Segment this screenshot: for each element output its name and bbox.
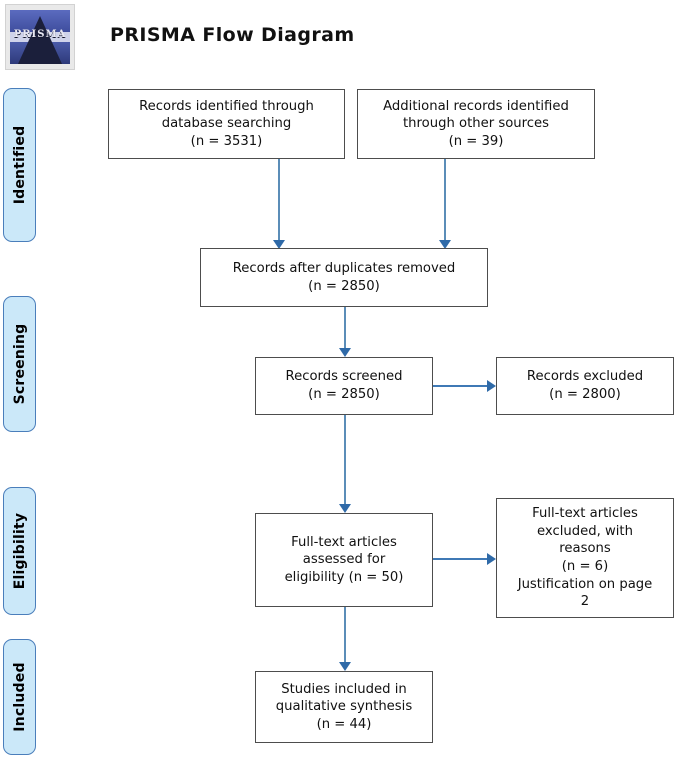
logo-triangle-icon (18, 16, 62, 64)
stage-pill-screening: Screening (3, 296, 36, 432)
stage-label-identified: Identified (11, 125, 28, 205)
box-additional-records-other-sources: Additional records identified through ot… (357, 89, 595, 159)
box-records-identified-database: Records identified through database sear… (108, 89, 345, 159)
stage-label-screening: Screening (11, 323, 28, 405)
box-records-after-duplicates-removed: Records after duplicates removed (n = 28… (200, 248, 488, 307)
box-fulltext-assessed-eligibility: Full-text articles assessed for eligibil… (255, 513, 433, 607)
arrowhead-duplicates-to-screened (339, 348, 351, 357)
arrowhead-fulltext-to-excluded (487, 553, 496, 565)
connector-other-to-duplicates (444, 159, 446, 247)
stage-label-included: Included (11, 662, 28, 732)
connector-duplicates-to-screened (344, 307, 346, 355)
box-fulltext-excluded-reasons: Full-text articles excluded, with reason… (496, 498, 674, 618)
connector-database-to-duplicates (278, 159, 280, 247)
connector-screened-to-fulltext (344, 415, 346, 510)
prisma-logo-art: PRISMA (10, 10, 70, 64)
arrowhead-fulltext-to-included (339, 662, 351, 671)
connector-screened-to-excluded (433, 385, 491, 387)
box-studies-included-qualitative: Studies included in qualitative synthesi… (255, 671, 433, 743)
page-title: PRISMA Flow Diagram (110, 24, 355, 46)
box-records-excluded: Records excluded (n = 2800) (496, 357, 674, 415)
box-records-screened: Records screened (n = 2850) (255, 357, 433, 415)
connector-fulltext-to-excluded (433, 558, 491, 560)
connector-fulltext-to-included (344, 607, 346, 669)
arrowhead-database-to-duplicates (273, 240, 285, 249)
logo-wordmark: PRISMA (13, 29, 67, 40)
stage-pill-identified: Identified (3, 88, 36, 242)
arrowhead-screened-to-excluded (487, 380, 496, 392)
stage-label-eligibility: Eligibility (11, 512, 28, 590)
stage-pill-eligibility: Eligibility (3, 487, 36, 615)
arrowhead-other-to-duplicates (439, 240, 451, 249)
stage-pill-included: Included (3, 639, 36, 755)
arrowhead-screened-to-fulltext (339, 504, 351, 513)
prisma-logo: PRISMA (5, 4, 75, 70)
